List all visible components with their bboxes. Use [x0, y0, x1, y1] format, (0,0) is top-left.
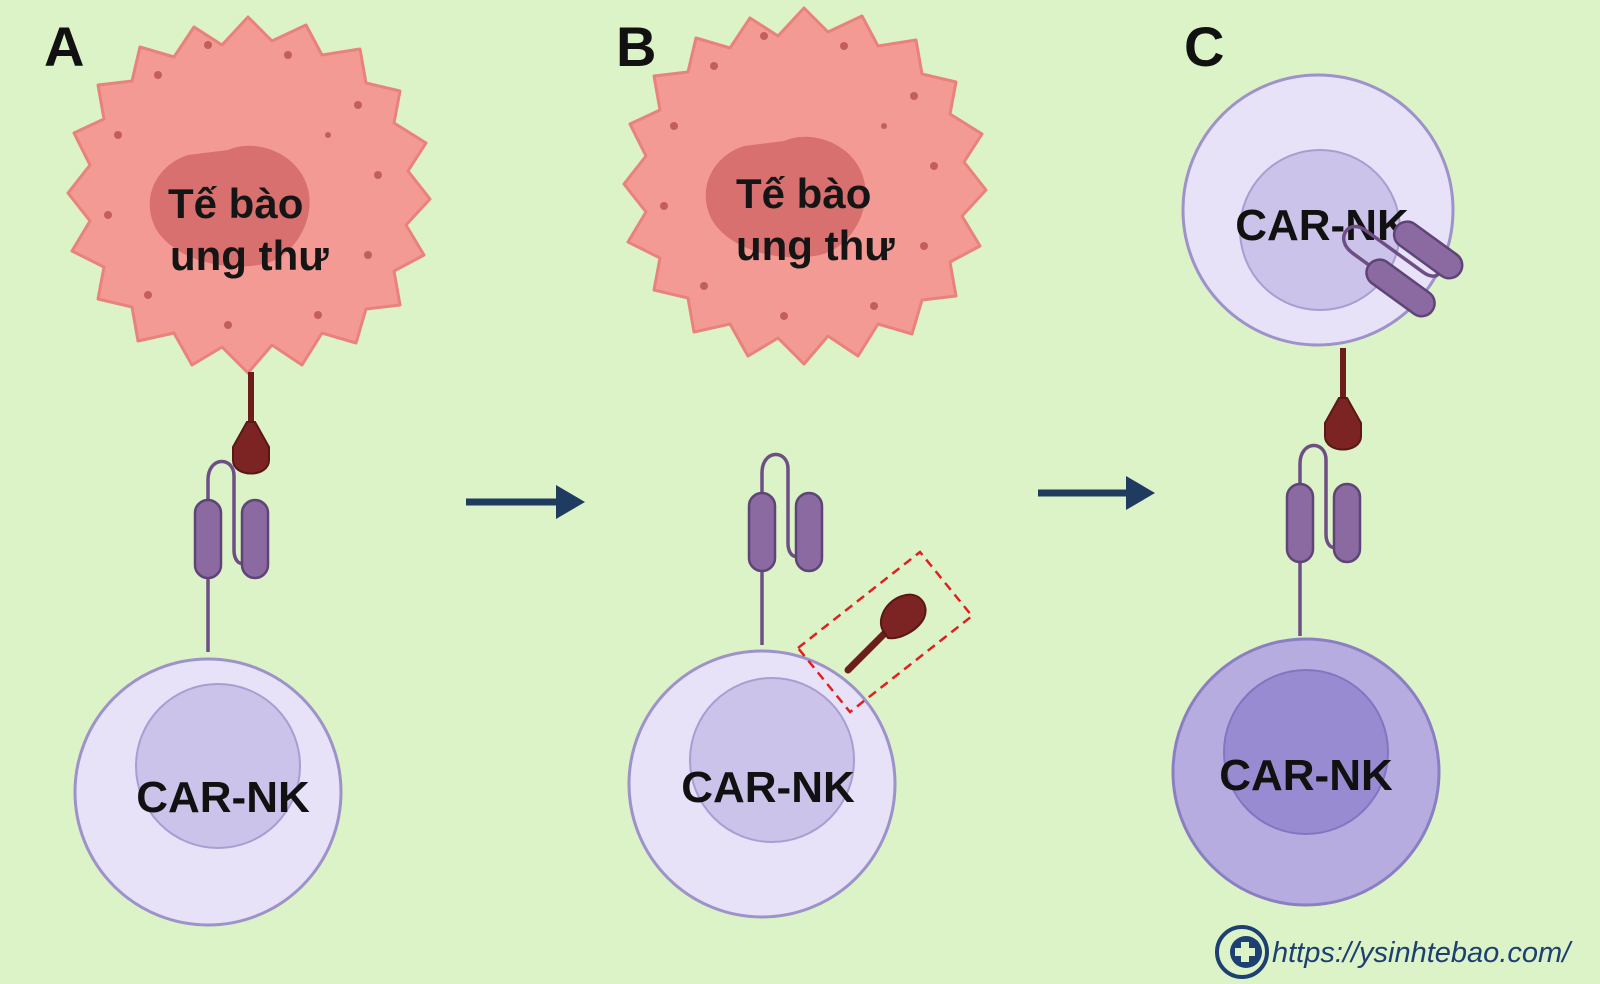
car-nk-label-b: CAR-NK — [681, 763, 855, 812]
car-nk-bottom-label-c: CAR-NK — [1219, 751, 1393, 800]
car-nk-cell-a — [73, 657, 343, 927]
panel-letter-a: A — [44, 15, 84, 78]
site-logo-icon — [1215, 925, 1269, 979]
cancer-cell-label-a-line1: Tế bào — [168, 180, 303, 227]
highlight-box — [796, 550, 974, 714]
website-url[interactable]: https://ysinhtebao.com/ — [1272, 937, 1573, 969]
cancer-cell-label-b-line1: Tế bào — [736, 170, 871, 217]
cancer-cell-label-b-line2: ung thư — [736, 222, 895, 269]
car-nk-label-a: CAR-NK — [136, 773, 310, 822]
car-nk-cell-bottom-c — [1171, 637, 1441, 907]
car-nk-cell-b — [627, 649, 897, 919]
released-antigen-b — [844, 593, 927, 674]
cancer-cell-label-a-line2: ung thư — [170, 232, 329, 279]
panel-letter-b: B — [616, 15, 656, 78]
panel-letter-c: C — [1184, 15, 1224, 78]
arrow-b-to-c — [1038, 476, 1155, 510]
arrow-a-to-b — [466, 485, 585, 519]
car-receptor-side-c — [1341, 220, 1464, 318]
cancer-cell-b — [622, 6, 988, 366]
